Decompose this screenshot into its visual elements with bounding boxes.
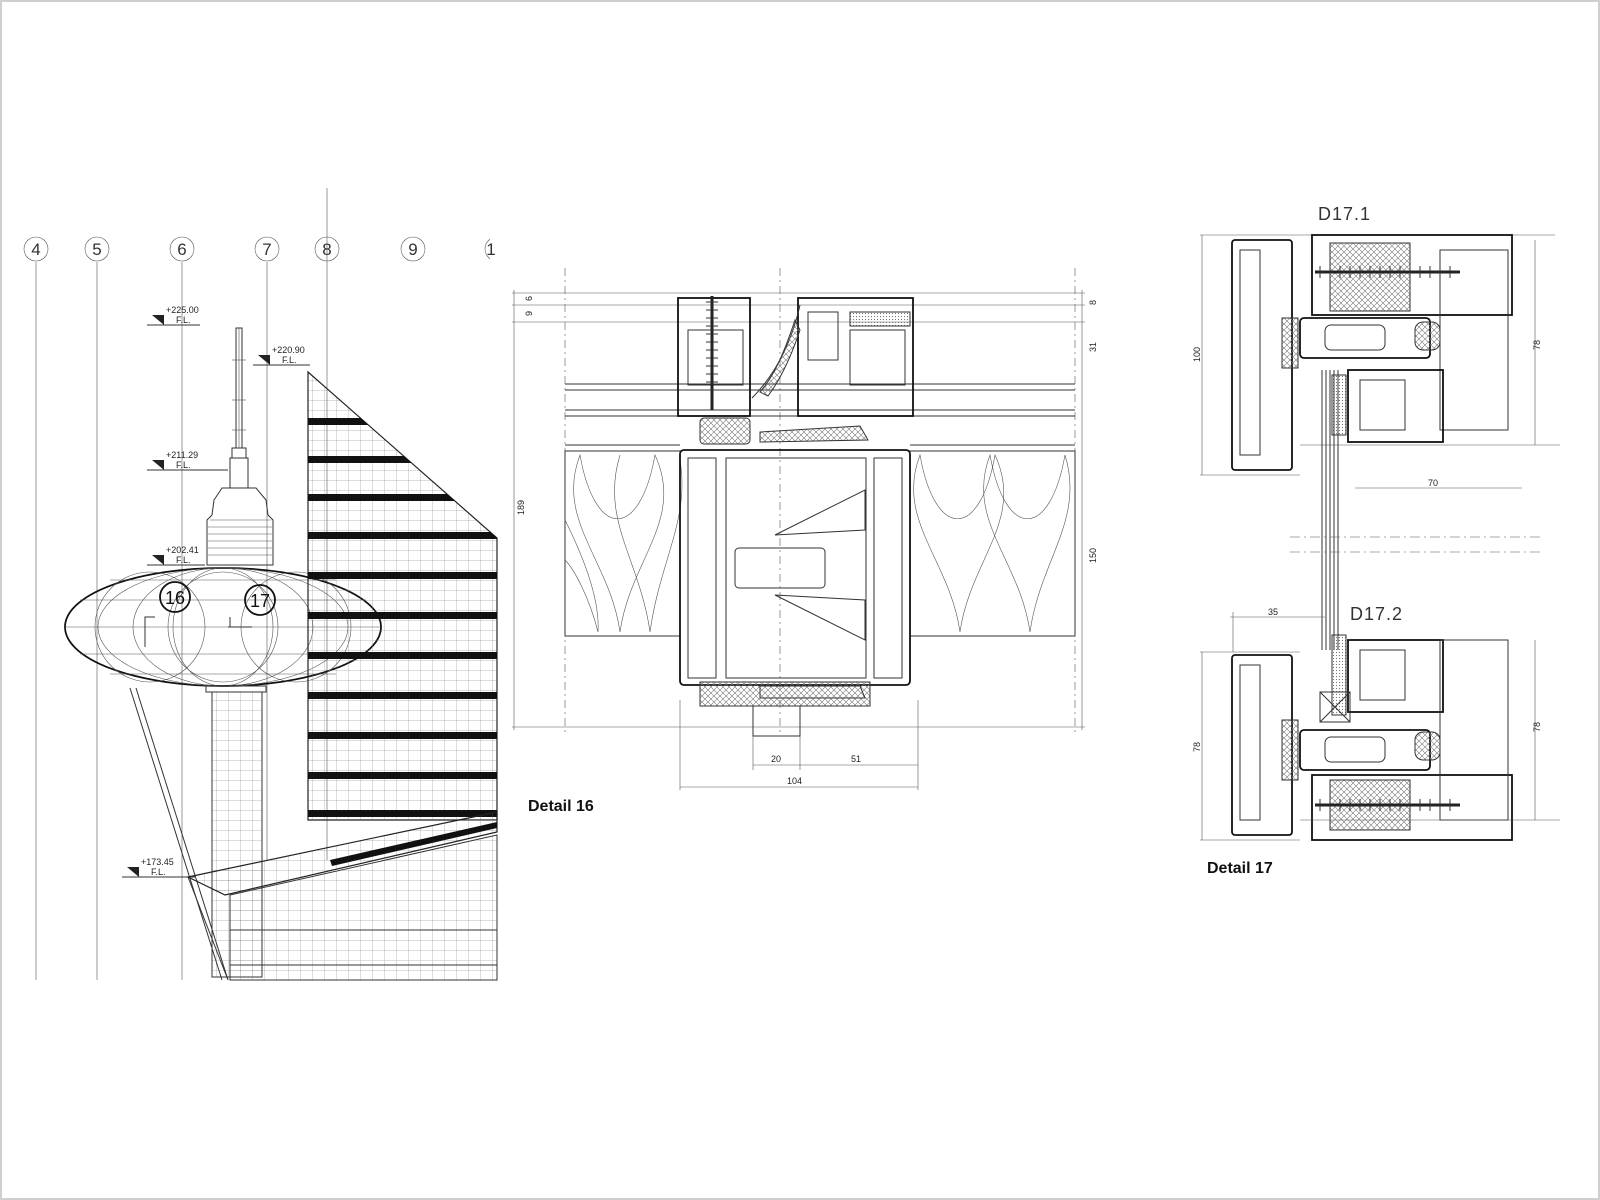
mullion-profile bbox=[679, 449, 911, 737]
detail-17-caption: Detail 17 bbox=[1207, 860, 1273, 877]
insulation-left bbox=[564, 450, 683, 637]
grid-label-5: 5 bbox=[92, 240, 101, 259]
detail-callout-16: 16 bbox=[159, 581, 191, 613]
dim-label: 8 bbox=[1088, 300, 1098, 305]
tower-elevation: 4 5 6 7 8 9 1 +225. bbox=[23, 188, 510, 981]
dim-label: 78 bbox=[1532, 722, 1542, 732]
grid-label-6: 6 bbox=[177, 240, 186, 259]
dim-label: 31 bbox=[1088, 342, 1098, 352]
grid-bubble: 8 bbox=[314, 236, 340, 262]
dim-label: 9 bbox=[524, 311, 534, 316]
grid-bubble: 1 bbox=[484, 230, 510, 270]
level-ref: F.L. bbox=[176, 555, 191, 565]
grid-label-4: 4 bbox=[31, 240, 40, 259]
upper-frame-assembly bbox=[1200, 234, 1560, 489]
dim-label: 70 bbox=[1428, 478, 1438, 488]
dim-label: 189 bbox=[516, 500, 526, 515]
level-ref: F.L. bbox=[176, 460, 191, 470]
level-value: +211.29 bbox=[166, 450, 198, 460]
callout-label: 16 bbox=[165, 588, 185, 608]
level-value: +202.41 bbox=[166, 545, 199, 555]
grid-bubble: 6 bbox=[169, 236, 195, 262]
grid-label-9: 9 bbox=[408, 240, 417, 259]
dim-label: 100 bbox=[1192, 347, 1202, 362]
lower-frame-assembly bbox=[1200, 612, 1560, 841]
dim-label: 104 bbox=[787, 776, 802, 786]
level-value: +225.00 bbox=[166, 305, 199, 315]
dim-label: 51 bbox=[851, 754, 861, 764]
dim-label: 78 bbox=[1192, 742, 1202, 752]
grid-bubble: 4 bbox=[23, 236, 49, 262]
grid-bubble: 7 bbox=[254, 236, 280, 262]
level-value: +220.90 bbox=[272, 345, 305, 355]
detail-17-drawing: D17.1 D17.2 bbox=[1192, 204, 1560, 877]
insulation-right bbox=[909, 450, 1076, 637]
detail-callout-17: 17 bbox=[244, 584, 276, 616]
level-ref: F.L. bbox=[151, 867, 166, 877]
dim-label: 150 bbox=[1088, 548, 1098, 563]
grid-bubble: 5 bbox=[84, 236, 110, 262]
level-marker: +211.29 F.L. bbox=[147, 450, 228, 471]
callout-label: 17 bbox=[250, 591, 270, 611]
podium-roof bbox=[186, 811, 498, 981]
grid-label-7: 7 bbox=[262, 240, 271, 259]
detail-16-drawing: 6 9 8 31 189 150 20 51 104 Detail 16 bbox=[512, 268, 1098, 815]
dim-label: 78 bbox=[1532, 340, 1542, 350]
level-ref: F.L. bbox=[282, 355, 297, 365]
level-marker: +225.00 F.L. bbox=[147, 305, 200, 326]
level-ref: F.L. bbox=[176, 315, 191, 325]
top-frame-profiles bbox=[677, 296, 914, 445]
dim-label: 20 bbox=[771, 754, 781, 764]
dim-label: 35 bbox=[1268, 607, 1278, 617]
grid-bubble: 9 bbox=[400, 236, 426, 262]
level-marker: +173.45 F.L. bbox=[122, 857, 195, 878]
grid-label-8: 8 bbox=[322, 240, 331, 259]
grid-label-10: 1 bbox=[486, 240, 495, 259]
detail-17-1-title: D17.1 bbox=[1318, 204, 1371, 224]
dim-label: 6 bbox=[524, 296, 534, 301]
detail-16-caption: Detail 16 bbox=[528, 798, 594, 815]
tower-cap bbox=[206, 487, 274, 566]
detail-17-2-title: D17.2 bbox=[1350, 604, 1403, 624]
glazing-panel bbox=[1290, 370, 1540, 650]
level-value: +173.45 bbox=[141, 857, 174, 867]
level-marker: +202.41 F.L. bbox=[147, 545, 205, 566]
antenna-mast bbox=[229, 327, 249, 489]
level-marker: +220.90 F.L. bbox=[253, 345, 310, 366]
building-wedge bbox=[307, 370, 498, 821]
